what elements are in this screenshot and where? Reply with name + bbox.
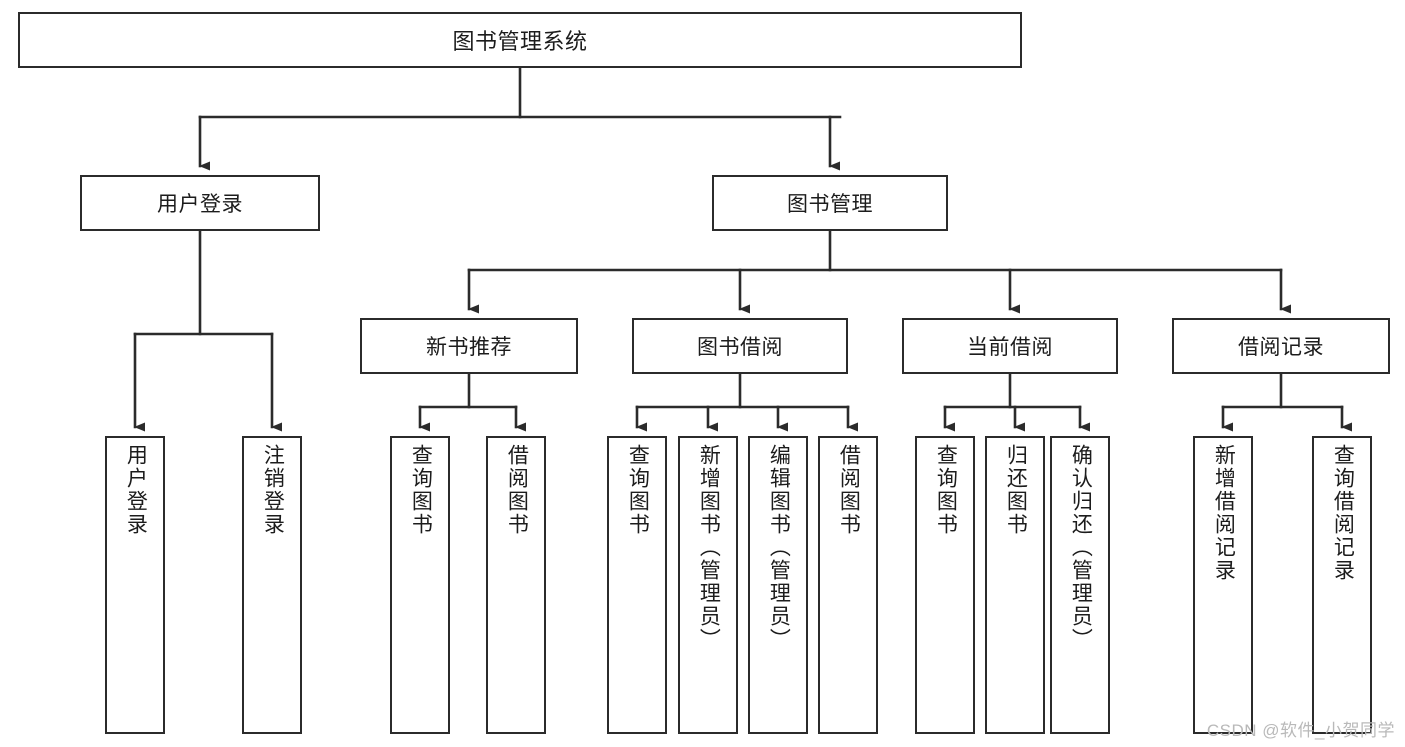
node-book-borrow-label: 图书借阅 xyxy=(697,336,783,359)
node-leaf-confirm-return-admin[interactable]: 确认归还（管理员） xyxy=(1050,436,1110,734)
node-leaf-query-book-borrow-label: 查询图书 xyxy=(626,444,650,536)
node-user-login[interactable]: 用户登录 xyxy=(80,175,320,231)
node-user-login-label: 用户登录 xyxy=(157,193,243,216)
node-new-book-recommend[interactable]: 新书推荐 xyxy=(360,318,578,374)
node-borrow-record-label: 借阅记录 xyxy=(1238,336,1324,359)
node-leaf-add-borrow-record-label: 新增借阅记录 xyxy=(1212,444,1236,582)
node-leaf-borrow-book-recommend-label: 借阅图书 xyxy=(505,444,529,536)
node-root-system[interactable]: 图书管理系统 xyxy=(18,12,1022,68)
node-leaf-logout-login[interactable]: 注销登录 xyxy=(242,436,302,734)
node-leaf-return-book-label: 归还图书 xyxy=(1004,444,1028,536)
node-leaf-user-login[interactable]: 用户登录 xyxy=(105,436,165,734)
node-leaf-borrow-book-recommend[interactable]: 借阅图书 xyxy=(486,436,546,734)
node-leaf-add-borrow-record[interactable]: 新增借阅记录 xyxy=(1193,436,1253,734)
node-leaf-edit-book-admin[interactable]: 编辑图书（管理员） xyxy=(748,436,808,734)
node-leaf-query-borrow-record-label: 查询借阅记录 xyxy=(1331,444,1355,582)
node-leaf-query-book-current-label: 查询图书 xyxy=(934,444,958,536)
node-leaf-return-book[interactable]: 归还图书 xyxy=(985,436,1045,734)
node-borrow-record[interactable]: 借阅记录 xyxy=(1172,318,1390,374)
node-new-book-recommend-label: 新书推荐 xyxy=(426,336,512,359)
node-book-borrow[interactable]: 图书借阅 xyxy=(632,318,848,374)
node-leaf-confirm-return-admin-label: 确认归还（管理员） xyxy=(1069,444,1093,651)
node-leaf-add-book-admin-label: 新增图书（管理员） xyxy=(697,444,721,651)
node-leaf-user-login-label: 用户登录 xyxy=(124,444,148,536)
node-current-borrow-label: 当前借阅 xyxy=(967,336,1053,359)
node-leaf-add-book-admin[interactable]: 新增图书（管理员） xyxy=(678,436,738,734)
node-leaf-borrow-book-borrow[interactable]: 借阅图书 xyxy=(818,436,878,734)
node-leaf-edit-book-admin-label: 编辑图书（管理员） xyxy=(767,444,791,651)
node-leaf-logout-login-label: 注销登录 xyxy=(261,444,285,536)
node-book-manage-label: 图书管理 xyxy=(787,193,873,216)
node-root-label: 图书管理系统 xyxy=(452,29,588,54)
node-leaf-borrow-book-borrow-label: 借阅图书 xyxy=(837,444,861,536)
node-leaf-query-book-recommend[interactable]: 查询图书 xyxy=(390,436,450,734)
node-leaf-query-borrow-record[interactable]: 查询借阅记录 xyxy=(1312,436,1372,734)
node-leaf-query-book-borrow[interactable]: 查询图书 xyxy=(607,436,667,734)
node-book-manage[interactable]: 图书管理 xyxy=(712,175,948,231)
node-leaf-query-book-current[interactable]: 查询图书 xyxy=(915,436,975,734)
node-current-borrow[interactable]: 当前借阅 xyxy=(902,318,1118,374)
node-leaf-query-book-recommend-label: 查询图书 xyxy=(409,444,433,536)
